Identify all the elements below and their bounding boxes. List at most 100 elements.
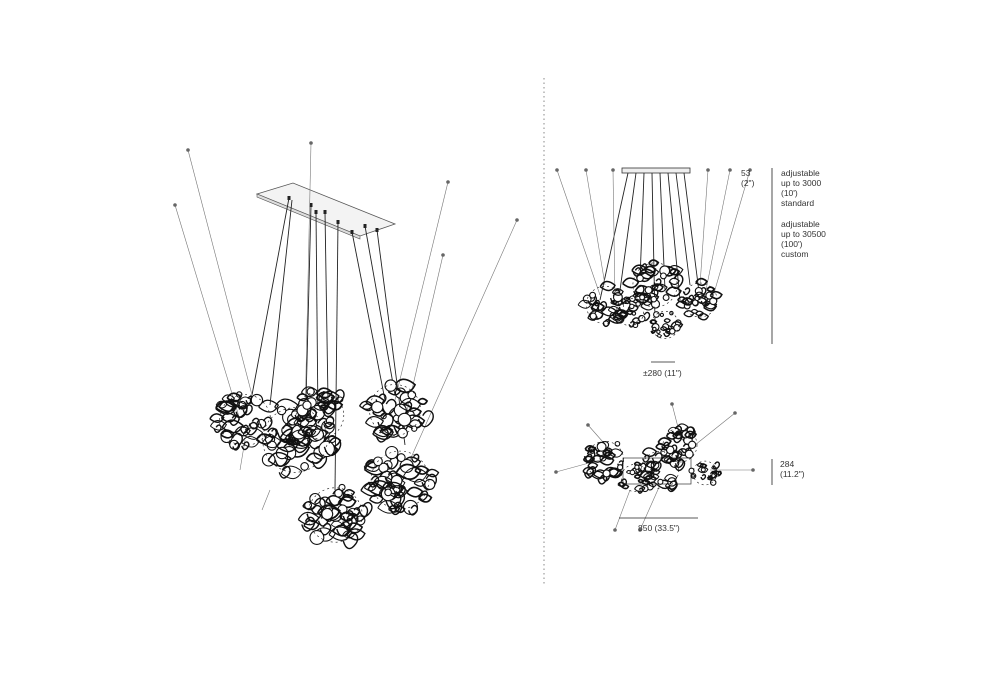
petal-shape [664, 473, 678, 483]
petal-shape [346, 507, 361, 517]
petal-shape [683, 310, 695, 318]
petal-shape [360, 481, 385, 497]
glass-bubble [639, 294, 646, 301]
petal-shape [634, 484, 646, 493]
tension-wire [694, 412, 736, 446]
tension-wire [614, 489, 631, 531]
curl-shape [675, 451, 683, 459]
petal-shape [276, 438, 299, 453]
curl-shape [651, 452, 663, 465]
glass-bubble [709, 479, 717, 486]
petal-shape [703, 302, 718, 312]
curl-shape [590, 301, 600, 312]
cable-custom-label: adjustable up to 30500 (100') custom [781, 219, 826, 259]
anchor-bead [586, 423, 590, 427]
petal-shape [343, 489, 356, 497]
curl-shape [411, 453, 420, 463]
petal-shape [633, 292, 652, 304]
petal-shape [303, 519, 320, 531]
glass-bubble [684, 449, 694, 459]
curl-shape [352, 504, 369, 522]
petal-shape [697, 312, 710, 321]
light-cluster [617, 461, 657, 494]
petal-shape [651, 283, 664, 292]
petal-shape [417, 493, 433, 503]
cluster-outline [585, 285, 624, 324]
glass-bubble [334, 488, 343, 498]
anchor-bead [748, 168, 752, 172]
curl-shape [716, 470, 722, 476]
glass-bubble [652, 326, 657, 332]
petal-shape [599, 280, 616, 292]
light-cluster [612, 295, 651, 329]
side-elevation-view [555, 167, 752, 339]
glass-bubble [309, 530, 325, 545]
glass-bubble [614, 440, 621, 447]
petal-shape [706, 286, 716, 293]
petal-shape [226, 392, 242, 403]
petal-shape [582, 455, 596, 464]
petal-shape [209, 413, 225, 424]
petal-shape [611, 288, 624, 296]
anchor-bead [751, 468, 755, 472]
light-cluster [582, 440, 624, 485]
petal-shape [642, 473, 653, 480]
petal-shape [297, 511, 320, 526]
petal-shape [364, 415, 385, 428]
anchor-bead [733, 411, 737, 415]
curl-shape [322, 400, 336, 415]
petal-shape [209, 420, 227, 431]
suspension-cable [617, 172, 637, 306]
curl-shape [235, 405, 248, 419]
light-cluster [675, 277, 723, 321]
light-cluster [209, 391, 280, 451]
anchor-bead [728, 168, 732, 172]
cluster-outline [295, 390, 345, 440]
tension-wire [304, 142, 312, 421]
glass-bubble [338, 483, 346, 491]
cable-standard-label: adjustable up to 3000 (10') standard [781, 168, 822, 208]
cluster-width-label: ±280 (11") [643, 368, 682, 378]
glass-bubble [635, 301, 641, 307]
glass-bubble [407, 390, 417, 400]
cluster-outline [616, 298, 644, 326]
petal-shape [234, 426, 251, 437]
anchor-bead [613, 528, 617, 532]
glass-bubble [694, 295, 700, 302]
glass-bubble [634, 464, 640, 470]
light-cluster [622, 259, 684, 311]
petal-shape [649, 319, 658, 325]
petal-shape [392, 378, 417, 393]
petal-shape [641, 479, 651, 486]
petal-shape [617, 481, 626, 487]
anchor-bead [670, 402, 674, 406]
petal-shape [657, 437, 672, 447]
glass-bubble [582, 294, 592, 304]
curl-shape [321, 402, 336, 418]
petal-shape [709, 290, 723, 300]
cluster-outline [632, 262, 678, 308]
petal-shape [622, 277, 640, 289]
petal-shape [618, 311, 628, 318]
light-cluster [688, 460, 723, 486]
anchor-bead [611, 168, 615, 172]
petal-shape [379, 426, 394, 435]
petal-shape [417, 397, 429, 406]
light-cluster [358, 378, 434, 443]
tension-wire [409, 219, 518, 461]
light-cluster [649, 310, 684, 339]
petal-shape [649, 284, 659, 291]
petal-shape [346, 528, 366, 541]
petal-shape [648, 259, 660, 267]
cluster-outline [662, 427, 698, 463]
glass-bubble [659, 312, 665, 318]
curl-shape [323, 437, 342, 457]
petal-shape [297, 426, 315, 437]
petal-shape [258, 399, 280, 413]
glass-bubble [318, 440, 335, 458]
curl-shape [377, 413, 394, 431]
glass-bubble [657, 478, 664, 485]
petal-shape [695, 277, 708, 287]
anchor-bead [446, 180, 450, 184]
